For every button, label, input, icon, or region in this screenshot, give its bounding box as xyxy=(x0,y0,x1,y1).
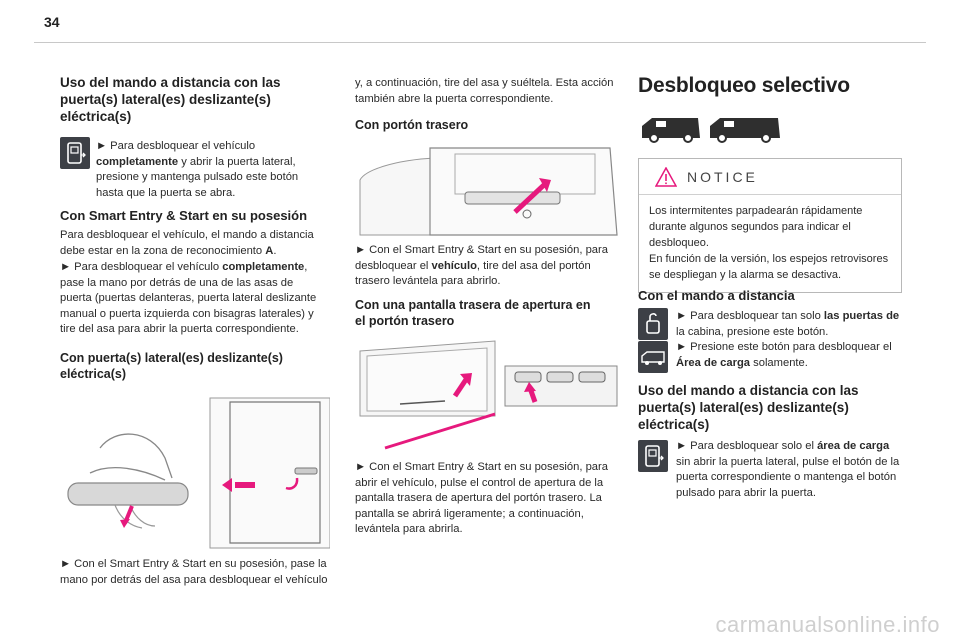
notice-text: En función de la versión, los espejos re… xyxy=(649,253,889,281)
paragraph: y, a continuación, tire del asa y suélte… xyxy=(355,77,614,105)
remote-sliding-door-button-icon xyxy=(60,137,90,169)
warning-triangle-icon xyxy=(655,167,677,187)
tailgate-illustration xyxy=(355,140,625,240)
notice-box: NOTICE Los intermitentes parpadearán ráp… xyxy=(638,158,902,293)
subheading-tailgate: Con portón trasero xyxy=(355,118,469,132)
paragraph: Para desbloquear el vehículo, el mando a… xyxy=(60,229,314,257)
page-title: Desbloqueo selectivo xyxy=(638,74,850,97)
rear-screen-illustration xyxy=(355,336,625,456)
van-silhouettes-icon xyxy=(638,112,788,144)
section-heading-remote: Con el mando a distancia xyxy=(638,288,795,303)
remote-sliding-door-button-icon xyxy=(638,440,668,472)
header-divider xyxy=(34,42,926,43)
notice-text: Los intermitentes parpadearán rápidament… xyxy=(649,205,863,249)
notice-body: Los intermitentes parpadearán rápidament… xyxy=(639,195,901,292)
section-heading-smart-entry: Con Smart Entry & Start en su posesión xyxy=(60,208,308,223)
notice-header: NOTICE xyxy=(639,159,901,195)
section-heading-sliding-door-remote: Uso del mando a distancia con las puerta… xyxy=(60,75,281,124)
cab-doors-unlock-button-icon xyxy=(638,308,668,340)
page-number: 34 xyxy=(44,14,60,30)
paragraph: ► Presione este botón para desbloquear e… xyxy=(676,341,892,369)
paragraph: ► Con el Smart Entry & Start en su poses… xyxy=(355,461,608,535)
watermark: carmanualsonline.info xyxy=(715,612,940,637)
cargo-area-unlock-button-icon xyxy=(638,341,668,373)
section-heading-sliding-door-remote-2: Uso del mando a distancia con las puerta… xyxy=(638,383,859,432)
paragraph: ► Para desbloquear el vehículo completam… xyxy=(60,261,317,335)
column-1: Uso del mando a distancia con las puerta… xyxy=(60,60,331,620)
column-3: Desbloqueo selectivo NOTICE Los intermit… xyxy=(638,60,904,620)
notice-label: NOTICE xyxy=(687,169,758,185)
door-handle-illustration xyxy=(60,388,331,553)
subheading-electric-sliding-door: Con puerta(s) lateral(es) deslizante(s) … xyxy=(60,351,283,381)
paragraph: ► Con el Smart Entry & Start en su poses… xyxy=(355,244,608,287)
paragraph: ► Con el Smart Entry & Start en su poses… xyxy=(60,558,328,586)
paragraph: ► Para desbloquear tan solo las puertas … xyxy=(676,310,900,338)
paragraph: ► Para desbloquear el vehículo completam… xyxy=(96,140,299,199)
column-2: y, a continuación, tire del asa y suélte… xyxy=(355,60,625,620)
paragraph: ► Para desbloquear solo el área de carga… xyxy=(676,440,900,499)
subheading-rear-screen: Con una pantalla trasera de apertura en … xyxy=(355,298,591,328)
